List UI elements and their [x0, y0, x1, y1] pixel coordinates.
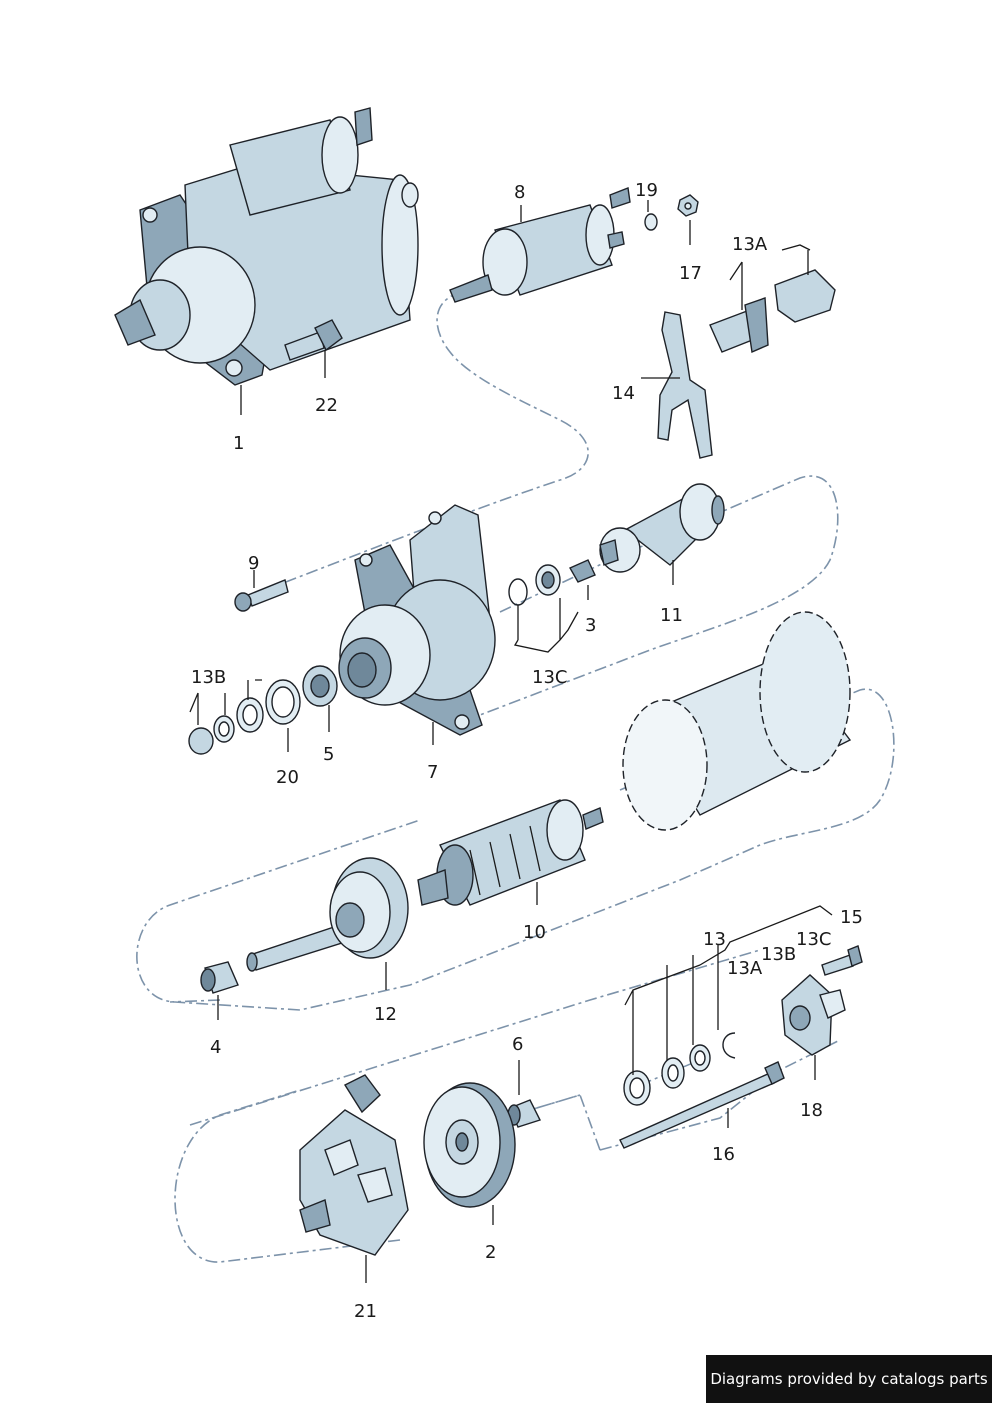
callout-22: 22 [315, 395, 338, 416]
callout-1: 1 [233, 433, 244, 454]
drive-end-bracket-7 [338, 504, 496, 736]
callout-4: 4 [210, 1037, 221, 1058]
solenoid-switch-8 [449, 187, 631, 303]
screw-15 [821, 945, 863, 976]
engaging-lever-14 [657, 311, 713, 459]
callout-11: 11 [660, 605, 683, 626]
bushing-4 [200, 961, 239, 994]
callout-12: 12 [374, 1004, 397, 1025]
leader-lines [189, 200, 833, 1283]
callout-3: 3 [585, 615, 596, 636]
bolt-9 [234, 579, 289, 612]
brush-holder-21 [299, 1074, 409, 1256]
stop-ring-3 [535, 559, 596, 596]
washer-19 [644, 213, 658, 231]
callout-10: 10 [523, 922, 546, 943]
circlip-13 [722, 1032, 736, 1059]
callout-2: 2 [485, 1242, 496, 1263]
washer-13-c [689, 1044, 711, 1072]
washer-13-b [661, 1057, 685, 1089]
callout-13b-left: 13B [191, 667, 226, 688]
end-cap-18 [781, 974, 846, 1056]
planetary-gear-shaft-12 [246, 857, 409, 972]
callout-7: 7 [427, 762, 438, 783]
callout-13b-right: 13B [761, 944, 796, 965]
ring-13c-mid [508, 578, 528, 606]
cap-13b [188, 727, 214, 755]
callout-8: 8 [514, 182, 525, 203]
callout-21: 21 [354, 1301, 377, 1322]
callout-13a-right: 13A [727, 958, 763, 979]
callout-labels: 1 22 8 19 17 13A 14 9 11 3 13C 13B 20 5 … [191, 180, 863, 1322]
washer-13-a [623, 1070, 651, 1106]
callout-15: 15 [840, 907, 863, 928]
credit-banner: Diagrams provided by catalogs parts [706, 1355, 992, 1403]
callout-16: 16 [712, 1144, 735, 1165]
washer-13b-b [236, 697, 264, 733]
bushing-5 [302, 665, 338, 707]
callout-17: 17 [679, 263, 702, 284]
callout-18: 18 [800, 1100, 823, 1121]
callout-5: 5 [323, 744, 334, 765]
callout-6: 6 [512, 1034, 523, 1055]
pinion-drive-11 [599, 483, 725, 573]
callout-20: 20 [276, 767, 299, 788]
bolt-22 [284, 319, 343, 361]
callout-19: 19 [635, 180, 658, 201]
washer-13b-a [213, 715, 235, 743]
callout-14: 14 [612, 383, 635, 404]
callout-13c-mid: 13C [532, 667, 567, 688]
nut-17 [677, 194, 699, 217]
repair-kit-13a-pieces [709, 269, 836, 354]
through-bolt-16 [619, 1061, 785, 1149]
callout-13a-top: 13A [732, 234, 768, 255]
shim-20 [265, 679, 301, 725]
callout-13: 13 [703, 929, 726, 950]
stator-housing [622, 611, 852, 831]
starter-motor-assembly [114, 107, 419, 386]
commutator-end-bracket-2 [423, 1082, 516, 1208]
armature-10 [417, 799, 604, 906]
callout-13c-right: 13C [796, 929, 831, 950]
callout-9: 9 [248, 553, 259, 574]
